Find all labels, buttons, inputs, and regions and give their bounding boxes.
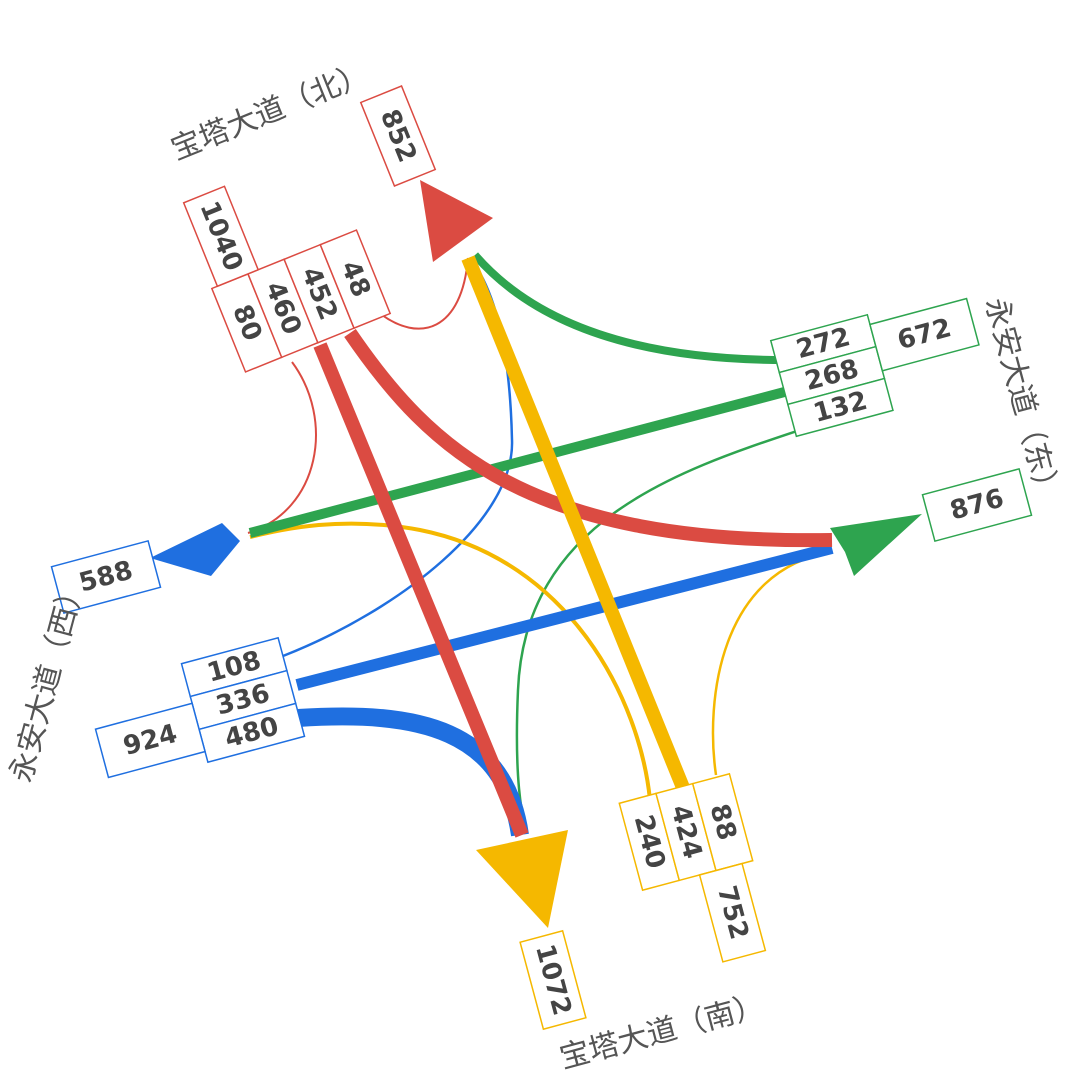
west-exit: 588 xyxy=(50,539,162,615)
west-approach: 108 336 480 924 xyxy=(94,636,306,779)
flow-east-to-south xyxy=(515,428,801,833)
road-label-south: 宝塔大道（南） xyxy=(556,988,768,1076)
movement-box: 424 xyxy=(655,782,717,882)
exit-arrowheads xyxy=(150,180,922,928)
flow-east-to-north xyxy=(471,252,786,364)
flow-west-to-east xyxy=(295,542,834,691)
road-label-east: 永安大道（东） xyxy=(978,294,1066,506)
arrowhead-south xyxy=(476,830,568,928)
approach-total-box: 752 xyxy=(698,862,767,963)
arrowhead-north xyxy=(420,180,493,262)
road-label-north: 宝塔大道（北） xyxy=(166,56,374,167)
arrowhead-east xyxy=(830,514,922,576)
movement-box: 48 xyxy=(319,229,392,330)
flow-north-to-west xyxy=(247,361,317,534)
flow-east-to-west xyxy=(248,385,794,538)
movement-box: 480 xyxy=(198,702,306,764)
flow-north-to-south xyxy=(313,342,529,838)
flow-south-to-east xyxy=(711,550,833,776)
south-approach: 240 424 88 752 xyxy=(618,772,767,963)
flow-lines xyxy=(247,252,834,838)
flow-north-to-north xyxy=(377,257,469,330)
approach-total-box: 924 xyxy=(94,702,206,779)
east-approach: 272 268 132 672 xyxy=(769,297,980,438)
east-exit: 876 xyxy=(921,467,1033,543)
flow-south-to-north xyxy=(461,255,693,798)
north-exit: 852 xyxy=(359,85,437,187)
arrowhead-west xyxy=(150,523,240,576)
movement-box: 336 xyxy=(189,669,297,731)
flow-north-to-east xyxy=(344,329,833,548)
approach-total-box: 1040 xyxy=(182,185,260,288)
south-exit: 1072 xyxy=(519,929,587,1031)
flow-south-to-west xyxy=(249,521,652,801)
road-label-west: 永安大道（西） xyxy=(4,574,92,786)
approach-total-box: 672 xyxy=(869,297,980,372)
